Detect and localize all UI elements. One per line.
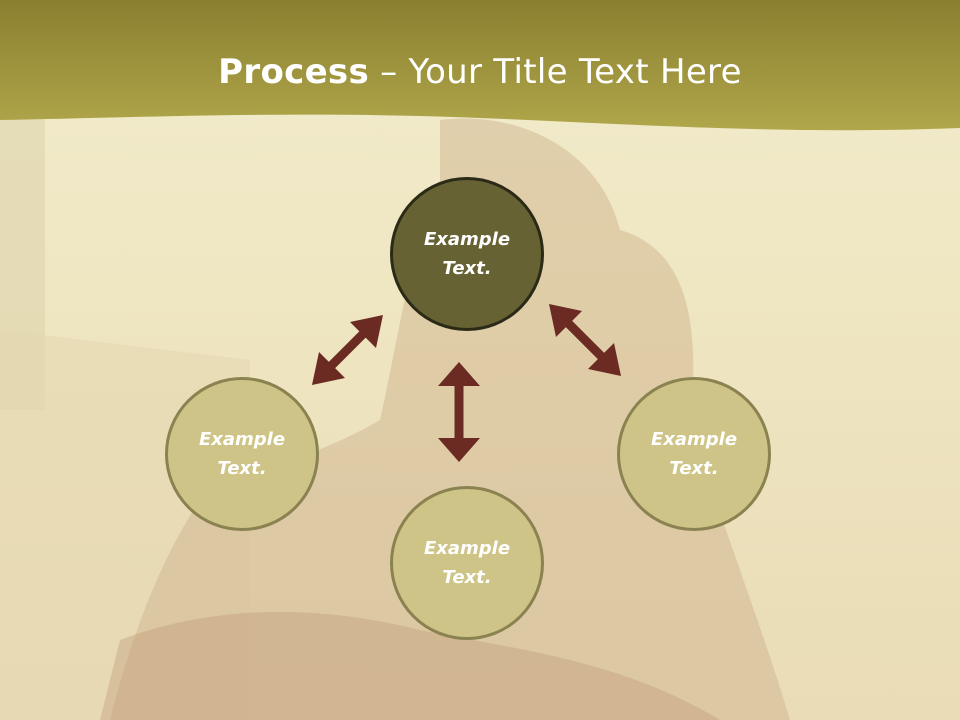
title-bold: Process [218, 52, 370, 92]
arrow-top-right [549, 304, 621, 376]
node-right-label: Example Text. [650, 429, 738, 479]
node-top-label: Example Text. [423, 229, 511, 279]
process-node-right[interactable]: Example Text. [617, 377, 771, 531]
process-node-top[interactable]: Example Text. [390, 177, 544, 331]
title-rest: – Your Title Text Here [369, 52, 742, 92]
arrow-vertical [438, 362, 480, 462]
node-left-label: Example Text. [198, 429, 286, 479]
arrow-top-left [312, 315, 383, 385]
node-bottom-label: Example Text. [423, 538, 511, 588]
title-banner [0, 0, 960, 131]
process-node-left[interactable]: Example Text. [165, 377, 319, 531]
process-node-bottom[interactable]: Example Text. [390, 486, 544, 640]
slide-title: Process – Your Title Text Here [0, 52, 960, 92]
